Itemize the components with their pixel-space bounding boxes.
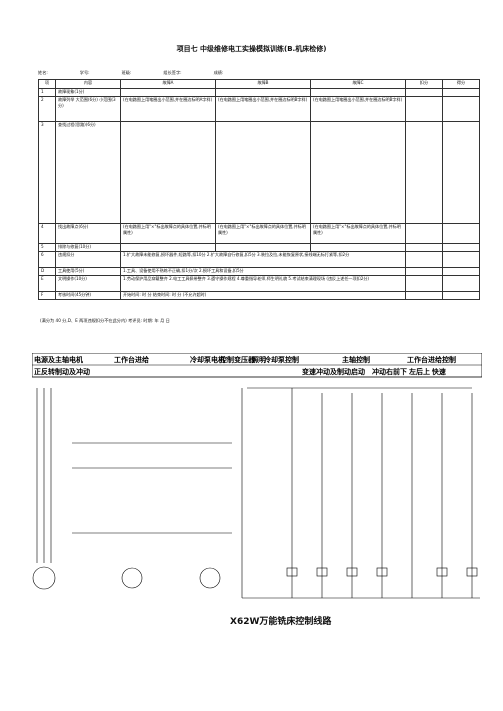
row-no: F bbox=[38, 291, 56, 300]
header-lighting: 照明 bbox=[252, 355, 266, 364]
col-content: 内容 bbox=[55, 79, 121, 89]
row-content: 工具使用(5分) bbox=[55, 267, 121, 276]
header-power: 电源及主轴电机 bbox=[34, 355, 83, 364]
row-no: D bbox=[38, 267, 56, 276]
row-a: (在电路图上用笔圈出小范围,并在圈边标明A字样) bbox=[120, 96, 216, 122]
row-content: 查找过程(思路)(6分) bbox=[55, 121, 121, 224]
id-field: 学号: bbox=[79, 70, 90, 75]
subheader-0: 正反转制动及冲动 bbox=[34, 367, 90, 376]
score-field: 成绩: bbox=[213, 70, 224, 75]
row-content: 文明操作(10分) bbox=[55, 275, 121, 292]
motor-m2-icon bbox=[121, 567, 143, 589]
row-content: 故障现象(1分) bbox=[55, 88, 121, 97]
row-no: 1 bbox=[38, 88, 56, 97]
subheader-7: 冲动右前下 左后上 快速 bbox=[372, 367, 446, 376]
col-c: 故障C bbox=[310, 79, 406, 89]
class-field: 班级: bbox=[121, 70, 132, 75]
header-coolant-ctrl: 冷却泵控制 bbox=[264, 355, 299, 364]
row-content: 违规扣分 bbox=[55, 251, 121, 268]
row-a: 1.工具、设备使用不熟练不正确,扣1分/次 2.损坏工具和设备,扣5分 bbox=[120, 267, 406, 276]
row-no: 5 bbox=[38, 243, 56, 252]
document-title: 项目七 中级维修电工实操模拟训练(B.机床检修) bbox=[176, 45, 327, 53]
subheader-6: 变速冲动及制动启动 bbox=[302, 367, 365, 376]
header-spindle-ctrl: 主轴控制 bbox=[342, 355, 370, 364]
row-a: 1.扩大故障未能修复,损坏器件,短路等,扣10分 2.扩大故障自行修复,扣5分 … bbox=[120, 251, 406, 268]
table-footer: (满分为 40 分,D、E 两项违规扣分不在此分内) 考评员: 时期: 年 月 … bbox=[40, 318, 170, 323]
row-content: 找出故障点(6分) bbox=[55, 223, 121, 244]
diagram-header-box bbox=[32, 353, 482, 378]
leader-field: 组长签字: bbox=[163, 70, 182, 75]
header-transformer: 控制变压器 bbox=[220, 355, 256, 364]
row-content: 故障列举 大范围(6分) 小范围(3分) bbox=[55, 96, 121, 122]
row-c: (在电路图上用笔圈出小范围,并在圈边标明B字样) bbox=[310, 96, 406, 122]
col-b: 故障B bbox=[215, 79, 311, 89]
header-feed: 工作台进给 bbox=[114, 355, 149, 364]
row-a: (在电路图上用"×"标出故障点的具体位置,并标明属性) bbox=[120, 223, 216, 244]
name-field: 姓名: bbox=[38, 70, 48, 75]
header-feed-ctrl: 工作台进给控制 bbox=[407, 355, 456, 364]
row-content: 排除与修复(10分) bbox=[55, 243, 121, 252]
motor-m3-icon bbox=[199, 567, 221, 589]
diagram-title: X62W万能铣床控制线路 bbox=[230, 617, 332, 627]
col-no: 项 bbox=[38, 79, 56, 89]
circuit-diagram: 电源及主轴电机 工作台进给 冷却泵电机 控制变压器 照明 冷却泵控制 主轴控制 … bbox=[32, 353, 482, 599]
motor-m1-icon bbox=[32, 566, 56, 590]
row-no: 6 bbox=[38, 251, 56, 268]
row-c: (在电路图上用"×"标出故障点的具体位置,并标明属性) bbox=[310, 223, 406, 244]
col-a: 故障A bbox=[120, 79, 216, 89]
row-no: 4 bbox=[38, 223, 56, 244]
col-deduct: 扣分 bbox=[405, 79, 443, 89]
row-a: 1.劳动保护用品穿戴整齐 2.电工工具佩带整齐 3.遵守操作规程 4.尊重指导老… bbox=[120, 275, 406, 292]
row-b: (在电路图上用"×"标出故障点的具体位置,并标明属性) bbox=[215, 223, 311, 244]
row-no: 3 bbox=[38, 121, 56, 224]
row-a: 开始时间: 时 分 结束时间: 时 分 (不允许超时) bbox=[120, 291, 406, 300]
row-b: (在电路图上用笔圈出小范围,并在圈边标明B字样) bbox=[215, 96, 311, 122]
col-score: 得分 bbox=[442, 79, 480, 89]
row-content: 考核时间(45分钟) bbox=[55, 291, 121, 300]
student-info-row: 姓名: 学号: 班级: 组长签字: 成绩: bbox=[38, 70, 478, 76]
row-no: E bbox=[38, 275, 56, 292]
header-coolant: 冷却泵电机 bbox=[190, 355, 225, 364]
circuit-lines bbox=[32, 387, 480, 599]
row-no: 2 bbox=[38, 96, 56, 122]
